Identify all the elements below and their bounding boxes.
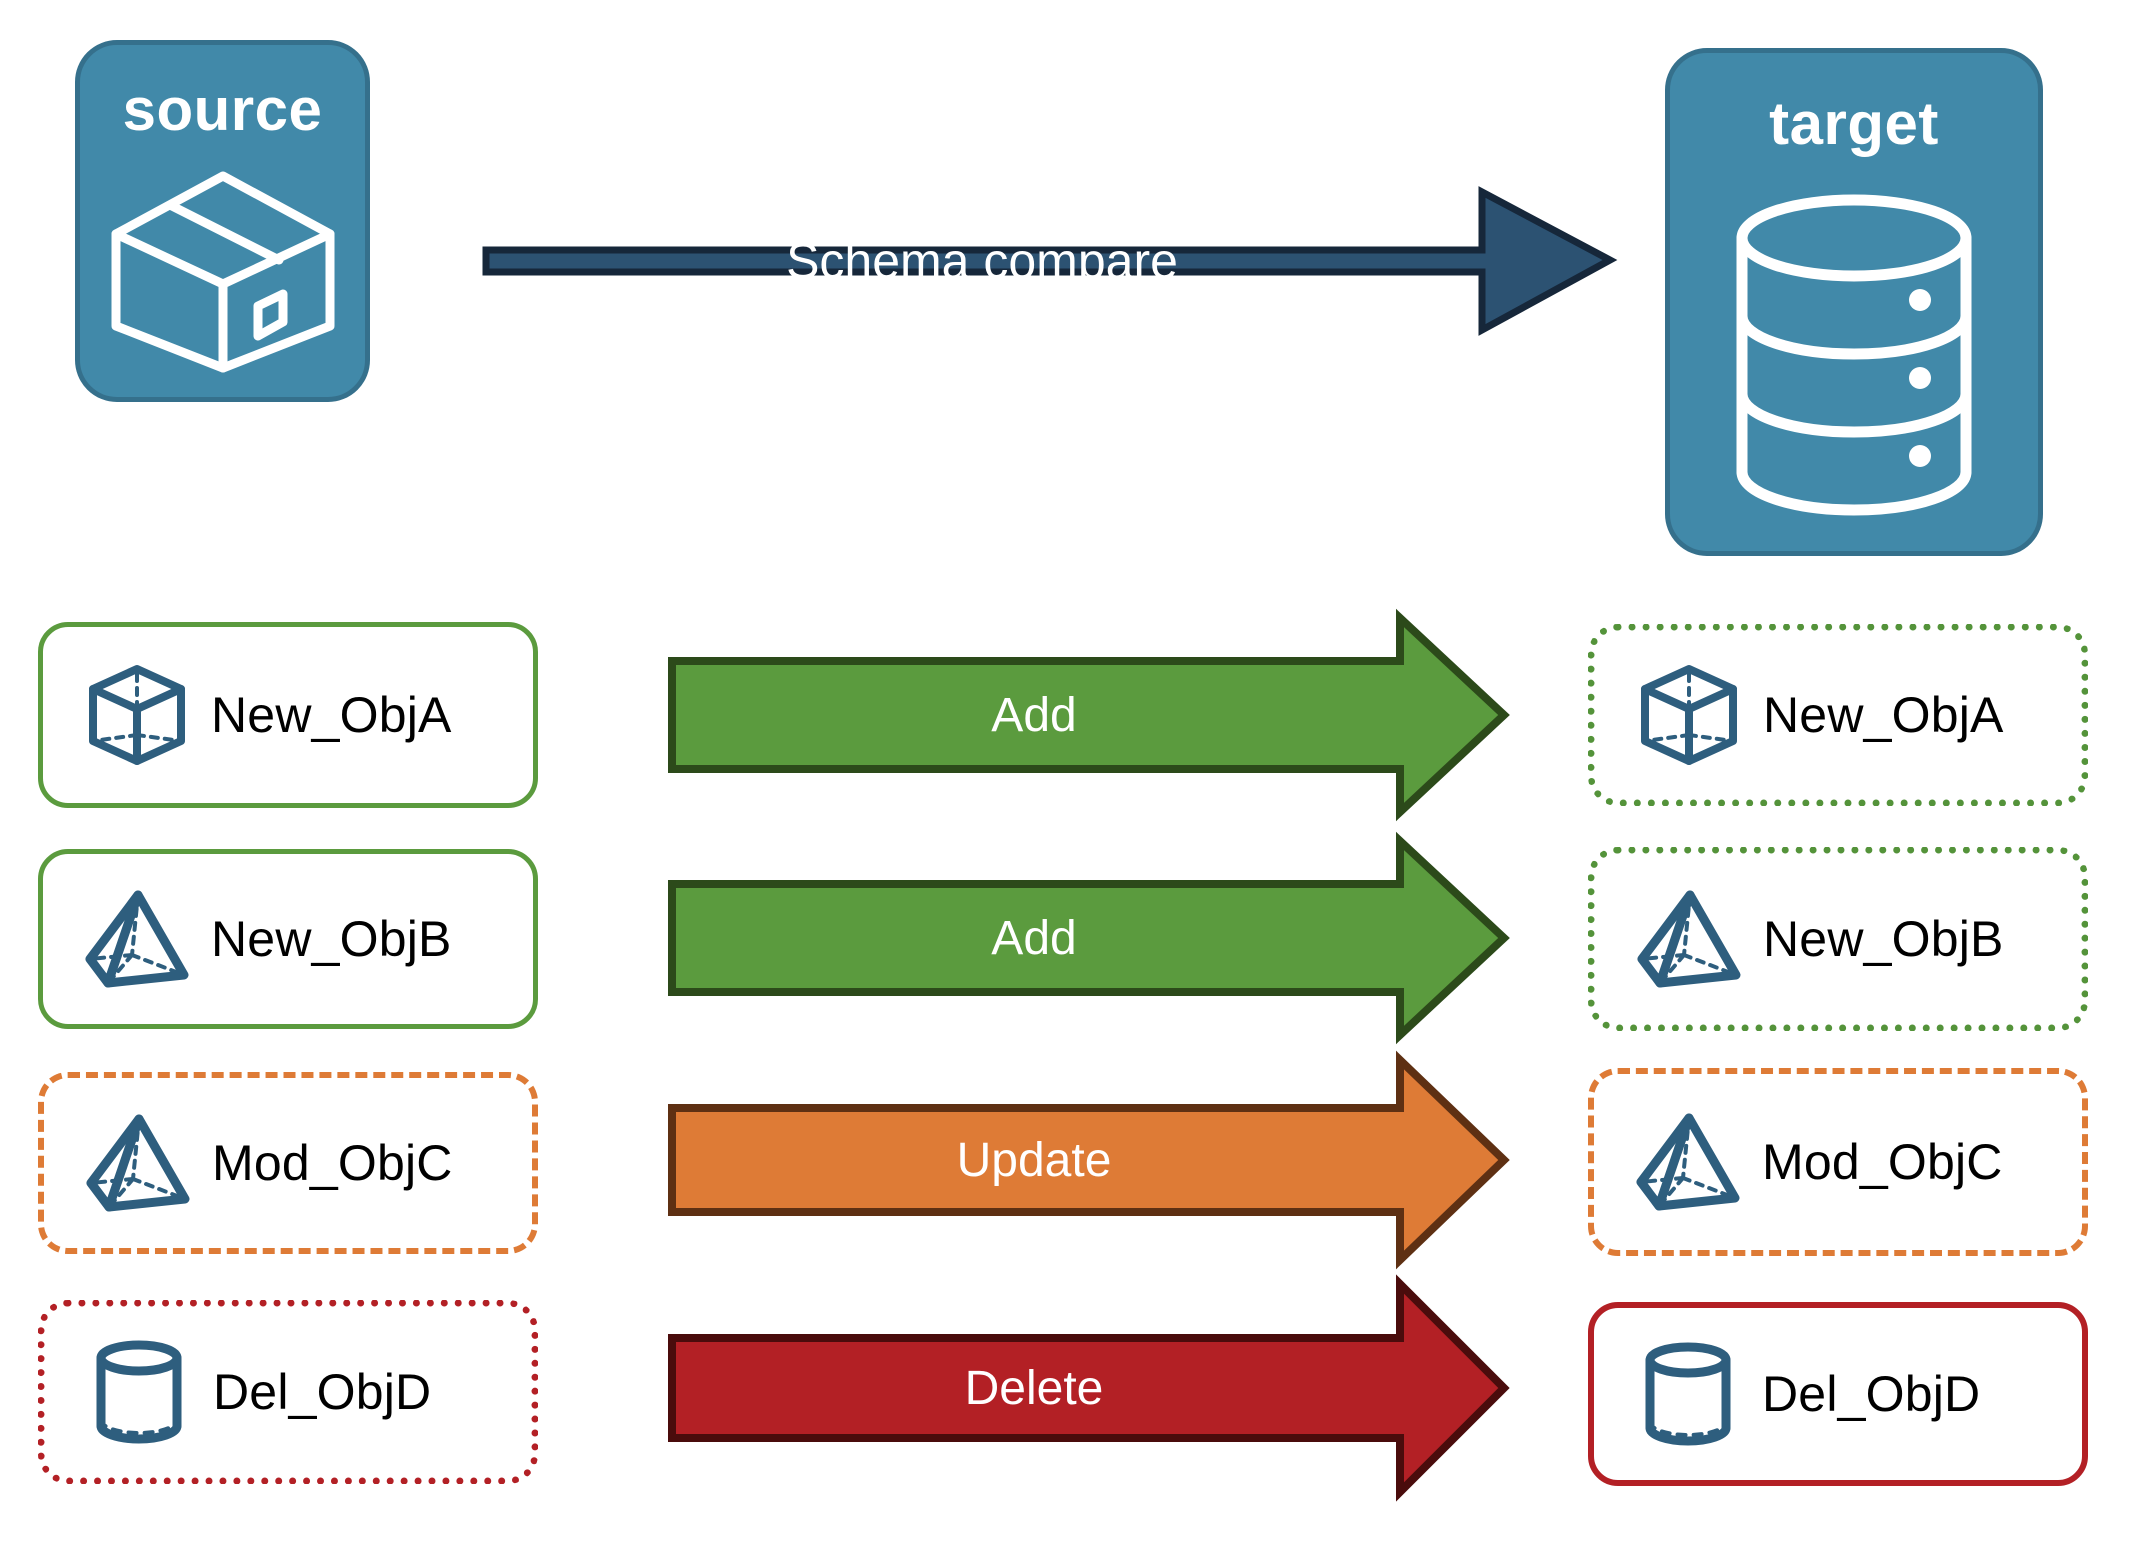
target-object-label: New_ObjA — [1763, 687, 2004, 743]
update-arrow-label: Update — [956, 1133, 1112, 1187]
target-object-new-obja[interactable]: New_ObjA — [1588, 624, 2088, 806]
add-arrow-label-1: Add — [991, 688, 1077, 742]
add-arrow-label-2: Add — [991, 911, 1077, 965]
source-panel-title: source — [122, 76, 323, 143]
target-object-label: Mod_ObjC — [1762, 1134, 2003, 1190]
add-arrow-1: Add — [668, 608, 1510, 822]
target-panel: target — [1665, 48, 2043, 556]
source-object-new-obja[interactable]: New_ObjA — [38, 622, 538, 808]
target-object-del-objd[interactable]: Del_ObjD — [1588, 1302, 2088, 1486]
update-arrow: Update — [668, 1050, 1510, 1270]
schema-compare-label: Schema compare — [786, 232, 1178, 289]
source-panel: source — [75, 40, 370, 402]
source-object-del-objd[interactable]: Del_ObjD — [38, 1300, 538, 1484]
cylinder-wireframe-icon — [1628, 1308, 1748, 1480]
schema-compare-arrow: Schema compare — [482, 148, 1618, 373]
cylinder-wireframe-icon — [79, 1307, 199, 1477]
target-object-label: New_ObjB — [1763, 911, 2004, 967]
target-panel-title: target — [1769, 90, 1939, 157]
database-cylinder-icon — [1670, 158, 2038, 551]
source-object-label: Del_ObjD — [213, 1364, 432, 1420]
source-object-mod-objc[interactable]: Mod_ObjC — [38, 1072, 538, 1254]
delete-arrow: Delete — [668, 1274, 1510, 1502]
pyramid-wireframe-icon — [77, 854, 197, 1024]
object-row: Mod_ObjC Update Mod_ObjC — [0, 1050, 2150, 1270]
pyramid-wireframe-icon — [78, 1078, 198, 1248]
cube-wireframe-icon — [77, 627, 197, 803]
cube-wireframe-icon — [1629, 631, 1749, 799]
add-arrow-2: Add — [668, 831, 1510, 1045]
source-object-new-objb[interactable]: New_ObjB — [38, 849, 538, 1029]
pyramid-wireframe-icon — [1629, 854, 1749, 1024]
target-object-new-objb[interactable]: New_ObjB — [1588, 847, 2088, 1031]
object-row: New_ObjB Add New_ObjB — [0, 831, 2150, 1045]
target-object-mod-objc[interactable]: Mod_ObjC — [1588, 1068, 2088, 1256]
target-object-label: Del_ObjD — [1762, 1366, 1981, 1422]
pyramid-wireframe-icon — [1628, 1074, 1748, 1250]
source-object-label: New_ObjB — [211, 911, 452, 967]
object-row: Del_ObjD Delete Del_ObjD — [0, 1274, 2150, 1502]
object-row: New_ObjA Add New_ObjA — [0, 608, 2150, 822]
package-box-icon — [80, 144, 365, 397]
source-object-label: New_ObjA — [211, 687, 452, 743]
delete-arrow-label: Delete — [964, 1361, 1104, 1415]
source-object-label: Mod_ObjC — [212, 1135, 453, 1191]
